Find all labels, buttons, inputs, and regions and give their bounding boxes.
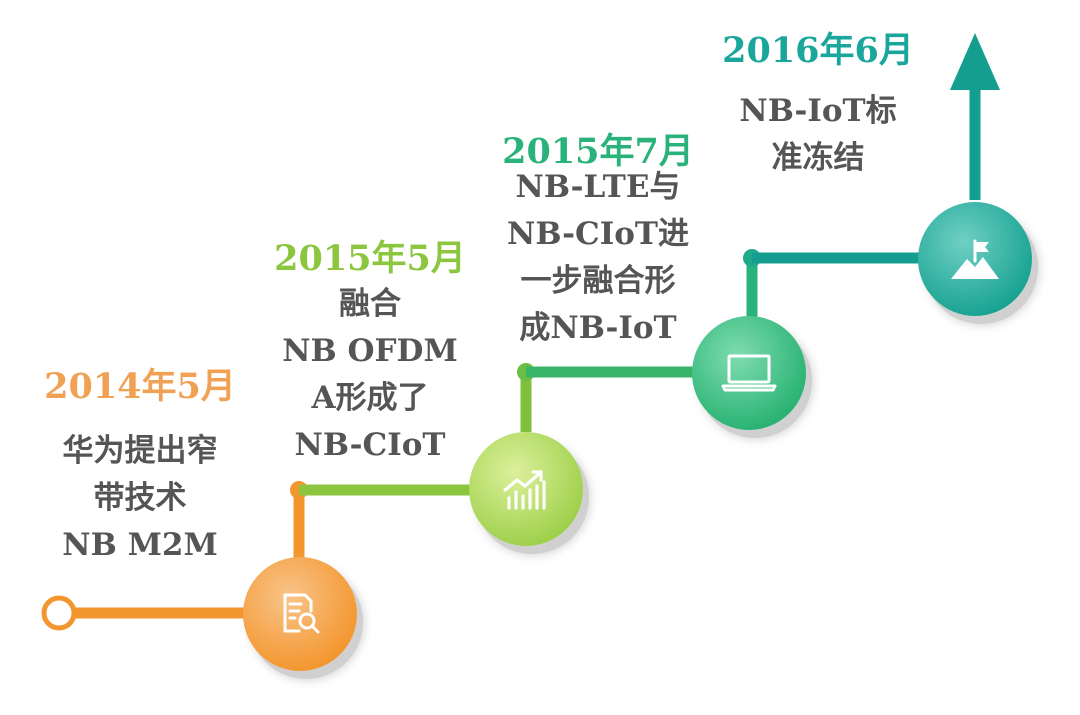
milestone-2-node bbox=[469, 432, 583, 546]
milestone-2-line: 融合 bbox=[339, 286, 401, 322]
start-ring-marker bbox=[41, 595, 77, 631]
milestone-1-description: 华为提出窄 带技术 NB M2M bbox=[10, 428, 270, 569]
milestone-3-line: NB-CIoT进 bbox=[507, 216, 689, 252]
search-document-icon bbox=[283, 593, 320, 634]
milestone-1-line: 华为提出窄 bbox=[62, 433, 218, 469]
milestone-2-line: A形成了 bbox=[311, 380, 429, 416]
milestone-3-line: 一步融合形 bbox=[520, 263, 676, 299]
milestone-2-line: NB OFDM bbox=[282, 333, 458, 369]
milestone-1-date: 2014年5月 bbox=[44, 366, 236, 407]
growth-chart-icon bbox=[503, 470, 546, 510]
milestone-4-line: NB-IoT标 bbox=[739, 93, 897, 129]
up-arrow-head bbox=[950, 33, 1000, 90]
milestone-2-line: NB-CIoT bbox=[294, 427, 446, 463]
milestone-1-line: 带技术 bbox=[93, 480, 187, 516]
milestone-2-description: 融合 NB OFDM A形成了 NB-CIoT bbox=[240, 281, 500, 469]
mountain-flag-icon bbox=[951, 239, 999, 279]
milestone-1-node bbox=[243, 557, 357, 671]
milestone-3-date: 2015年7月 bbox=[502, 131, 694, 172]
milestone-4-line: 准冻结 bbox=[771, 140, 865, 176]
milestone-2-date: 2015年5月 bbox=[274, 238, 466, 279]
laptop-icon bbox=[721, 354, 777, 392]
milestone-3-line: NB-LTE与 bbox=[515, 169, 681, 205]
milestone-3-node bbox=[692, 316, 806, 430]
milestone-4-date: 2016年6月 bbox=[722, 30, 914, 71]
milestone-1-line: NB M2M bbox=[62, 527, 218, 563]
milestone-3-description: NB-LTE与 NB-CIoT进 一步融合形 成NB-IoT bbox=[468, 164, 728, 352]
milestone-3-line: 成NB-IoT bbox=[519, 310, 677, 346]
milestone-4-description: NB-IoT标 准冻结 bbox=[688, 88, 948, 182]
milestone-4-node bbox=[918, 202, 1032, 316]
